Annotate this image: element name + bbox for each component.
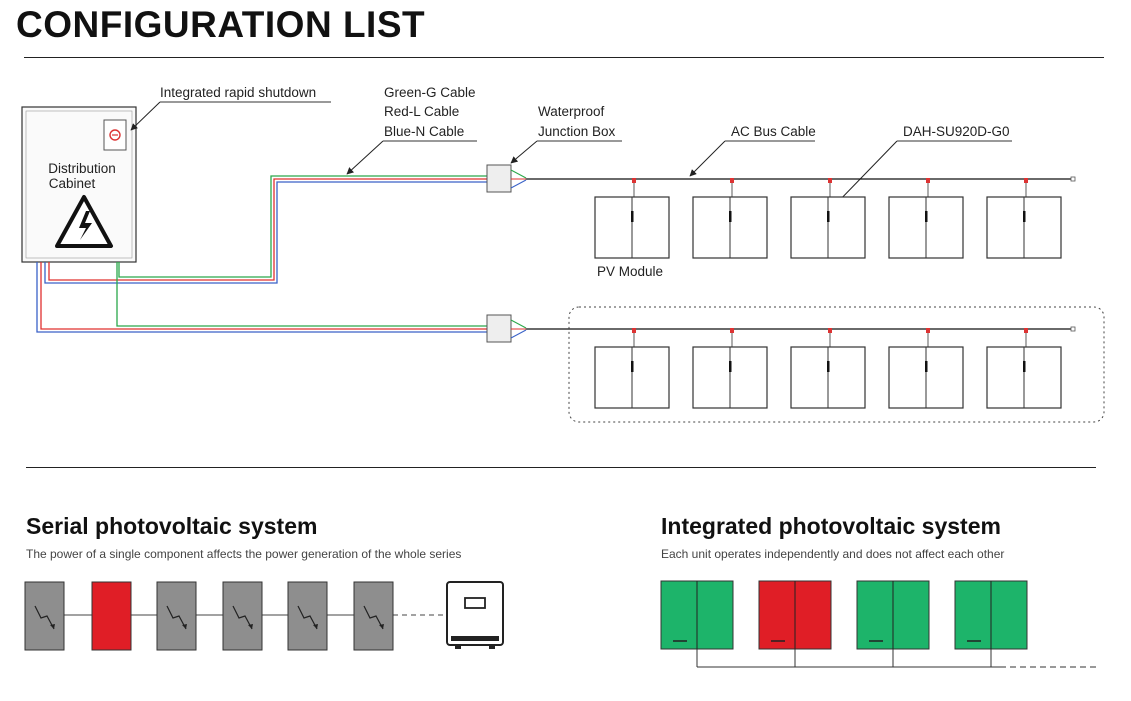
junction-box-upper bbox=[486, 164, 527, 193]
integrated-module bbox=[660, 580, 734, 667]
integrated-system-subtitle: Each unit operates independently and doe… bbox=[661, 547, 1005, 561]
serial-system-diagram bbox=[24, 581, 504, 651]
pv-module bbox=[594, 196, 670, 259]
pv-module bbox=[888, 346, 964, 409]
pv-module bbox=[790, 346, 866, 409]
junction-box-pointer bbox=[510, 140, 538, 164]
microinverter-connector bbox=[926, 328, 930, 347]
serial-module bbox=[222, 581, 263, 651]
pv-array-lower bbox=[594, 328, 1062, 409]
serial-module bbox=[156, 581, 197, 651]
microinverter-connector bbox=[632, 178, 636, 197]
cable-pointer bbox=[346, 140, 384, 175]
pv-module bbox=[594, 346, 670, 409]
pv-module bbox=[790, 196, 866, 259]
junction-box-label-line2: Junction Box bbox=[538, 124, 616, 139]
top-divider bbox=[24, 57, 1104, 58]
page-title: CONFIGURATION LIST bbox=[16, 4, 426, 45]
microinverter-connector bbox=[828, 178, 832, 197]
microinverter-connector bbox=[730, 178, 734, 197]
inverter-pointer bbox=[833, 140, 898, 207]
junction-box-label-line1: Waterproof bbox=[538, 104, 605, 119]
blue-cable-label: Blue-N Cable bbox=[384, 124, 464, 139]
cabinet-label-line2: Cabinet bbox=[49, 176, 96, 191]
junction-box-lower bbox=[486, 314, 527, 343]
integrated-module bbox=[954, 580, 1028, 667]
red-cable-label: Red-L Cable bbox=[384, 104, 459, 119]
distribution-cabinet bbox=[21, 106, 137, 263]
serial-system-title: Serial photovoltaic system bbox=[26, 513, 318, 539]
ac-bus-label: AC Bus Cable bbox=[731, 124, 816, 139]
microinverter-connector bbox=[1024, 178, 1028, 197]
middle-divider bbox=[26, 467, 1096, 468]
string-inverter-icon bbox=[446, 581, 504, 649]
ac-bus-pointer bbox=[689, 140, 726, 177]
serial-module bbox=[24, 581, 65, 651]
rapid-shutdown-switch-icon bbox=[109, 129, 121, 141]
serial-module bbox=[287, 581, 328, 651]
integrated-system-title: Integrated photovoltaic system bbox=[661, 513, 1001, 539]
serial-system-subtitle: The power of a single component affects … bbox=[26, 547, 462, 561]
pv-module bbox=[692, 196, 768, 259]
rapid-shutdown-label: Integrated rapid shutdown bbox=[160, 85, 316, 100]
pv-module-label: PV Module bbox=[597, 264, 663, 279]
inverter-model-label: DAH-SU920D-G0 bbox=[903, 124, 1010, 139]
pv-module bbox=[986, 196, 1062, 259]
green-cable-label: Green-G Cable bbox=[384, 85, 476, 100]
lower-cable-run bbox=[36, 262, 487, 333]
high-voltage-warning-icon bbox=[55, 195, 113, 248]
integrated-system-diagram bbox=[660, 580, 1096, 668]
pv-module bbox=[986, 346, 1062, 409]
pv-module bbox=[692, 346, 768, 409]
pv-module bbox=[888, 196, 964, 259]
integrated-module-faulty bbox=[758, 580, 832, 667]
integrated-module bbox=[856, 580, 930, 667]
pv-array-upper bbox=[594, 178, 1062, 259]
microinverter-connector bbox=[1024, 328, 1028, 347]
microinverter-connector bbox=[632, 328, 636, 347]
microinverter-connector bbox=[828, 328, 832, 347]
microinverter-connector bbox=[926, 178, 930, 197]
rapid-shutdown-pointer bbox=[130, 101, 161, 131]
upper-cable-run bbox=[44, 175, 487, 284]
cabinet-label-line1: Distribution bbox=[48, 161, 116, 176]
serial-module bbox=[353, 581, 394, 651]
serial-module-faulty bbox=[91, 581, 132, 651]
microinverter-connector bbox=[730, 328, 734, 347]
